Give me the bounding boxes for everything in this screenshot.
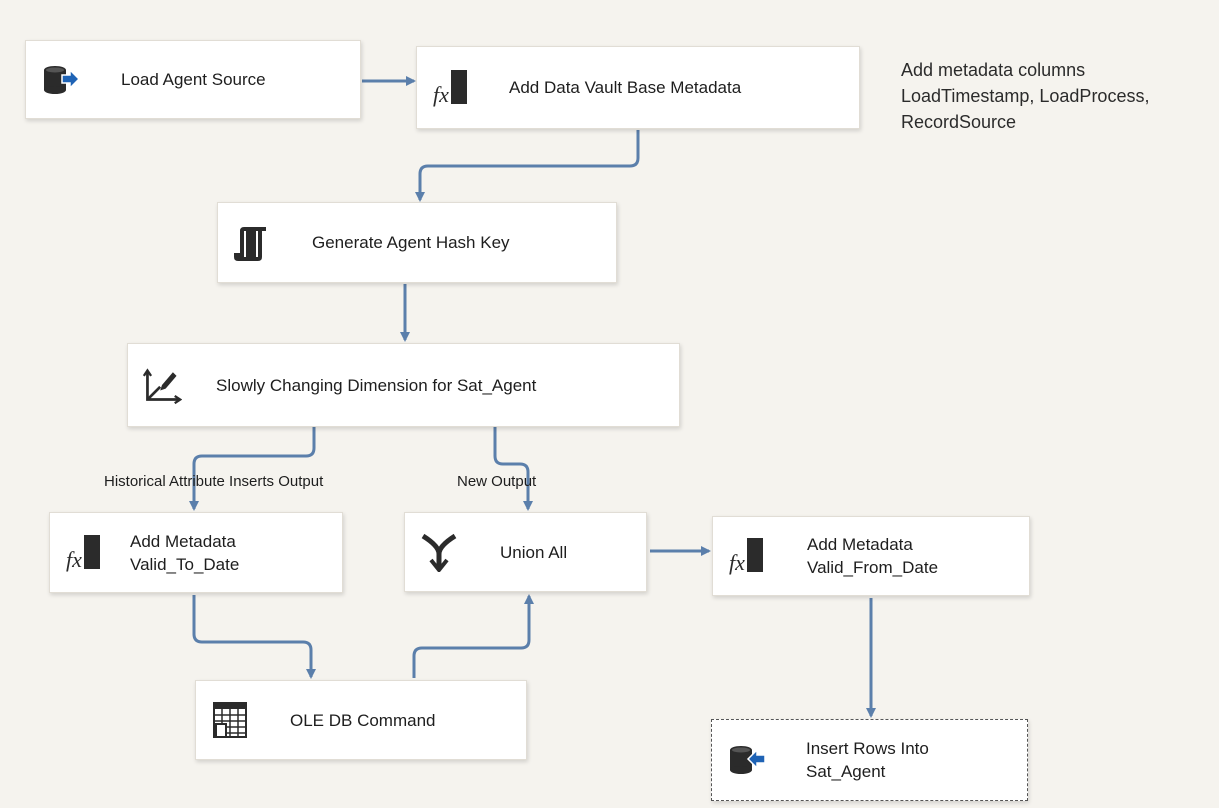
slowly-changing-dimension-icon bbox=[142, 365, 182, 405]
derived-column-icon: fx bbox=[727, 536, 767, 576]
svg-text:fx: fx bbox=[66, 547, 82, 572]
node-label: Add Metadata Valid_To_Date bbox=[130, 531, 240, 574]
historical-attribute-inserts-output-label[interactable]: Historical Attribute Inserts Output bbox=[104, 473, 324, 490]
load-agent-source-node[interactable]: Load Agent Source bbox=[25, 40, 361, 119]
path-valid-to-to-ole-db[interactable] bbox=[192, 595, 316, 679]
union-all-node[interactable]: Union All bbox=[404, 512, 647, 592]
script-component-icon bbox=[232, 223, 272, 263]
destination-db-icon bbox=[726, 740, 766, 780]
path-base-metadata-to-hash[interactable] bbox=[415, 130, 640, 202]
add-data-vault-base-metadata-node[interactable]: fx Add Data Vault Base Metadata bbox=[416, 46, 860, 129]
new-output-label[interactable]: New Output bbox=[457, 473, 537, 490]
svg-text:fx: fx bbox=[433, 82, 449, 107]
derived-column-icon: fx bbox=[64, 533, 104, 573]
derived-column-icon: fx bbox=[431, 68, 471, 108]
annotation-note[interactable]: Add metadata columns LoadTimestamp, Load… bbox=[901, 60, 1150, 132]
path-ole-db-to-union[interactable] bbox=[412, 594, 534, 678]
union-all-icon bbox=[419, 532, 459, 572]
insert-rows-into-sat-agent-node[interactable]: Insert Rows Into Sat_Agent bbox=[711, 719, 1028, 801]
node-label: OLE DB Command bbox=[290, 710, 436, 730]
add-metadata-valid-from-date-node[interactable]: fx Add Metadata Valid_From_Date bbox=[712, 516, 1030, 596]
ole-db-command-icon bbox=[210, 700, 250, 740]
node-label: Slowly Changing Dimension for Sat_Agent bbox=[216, 375, 537, 395]
ole-db-command-node[interactable]: OLE DB Command bbox=[195, 680, 527, 760]
node-label: Union All bbox=[500, 542, 568, 562]
source-db-icon bbox=[40, 60, 80, 100]
node-label: Add Metadata Valid_From_Date bbox=[807, 535, 939, 577]
add-metadata-valid-to-date-node[interactable]: fx Add Metadata Valid_To_Date bbox=[49, 512, 343, 593]
node-label: Add Data Vault Base Metadata bbox=[509, 78, 742, 97]
node-label: Insert Rows Into Sat_Agent bbox=[806, 739, 929, 781]
node-label: Load Agent Source bbox=[121, 70, 266, 89]
slowly-changing-dimension-node[interactable]: Slowly Changing Dimension for Sat_Agent bbox=[127, 343, 680, 427]
path-scd-historical-output[interactable] bbox=[189, 427, 316, 511]
generate-agent-hash-key-node[interactable]: Generate Agent Hash Key bbox=[217, 202, 617, 283]
svg-text:fx: fx bbox=[729, 550, 745, 575]
path-scd-new-output[interactable] bbox=[493, 427, 533, 511]
node-label: Generate Agent Hash Key bbox=[312, 233, 510, 252]
